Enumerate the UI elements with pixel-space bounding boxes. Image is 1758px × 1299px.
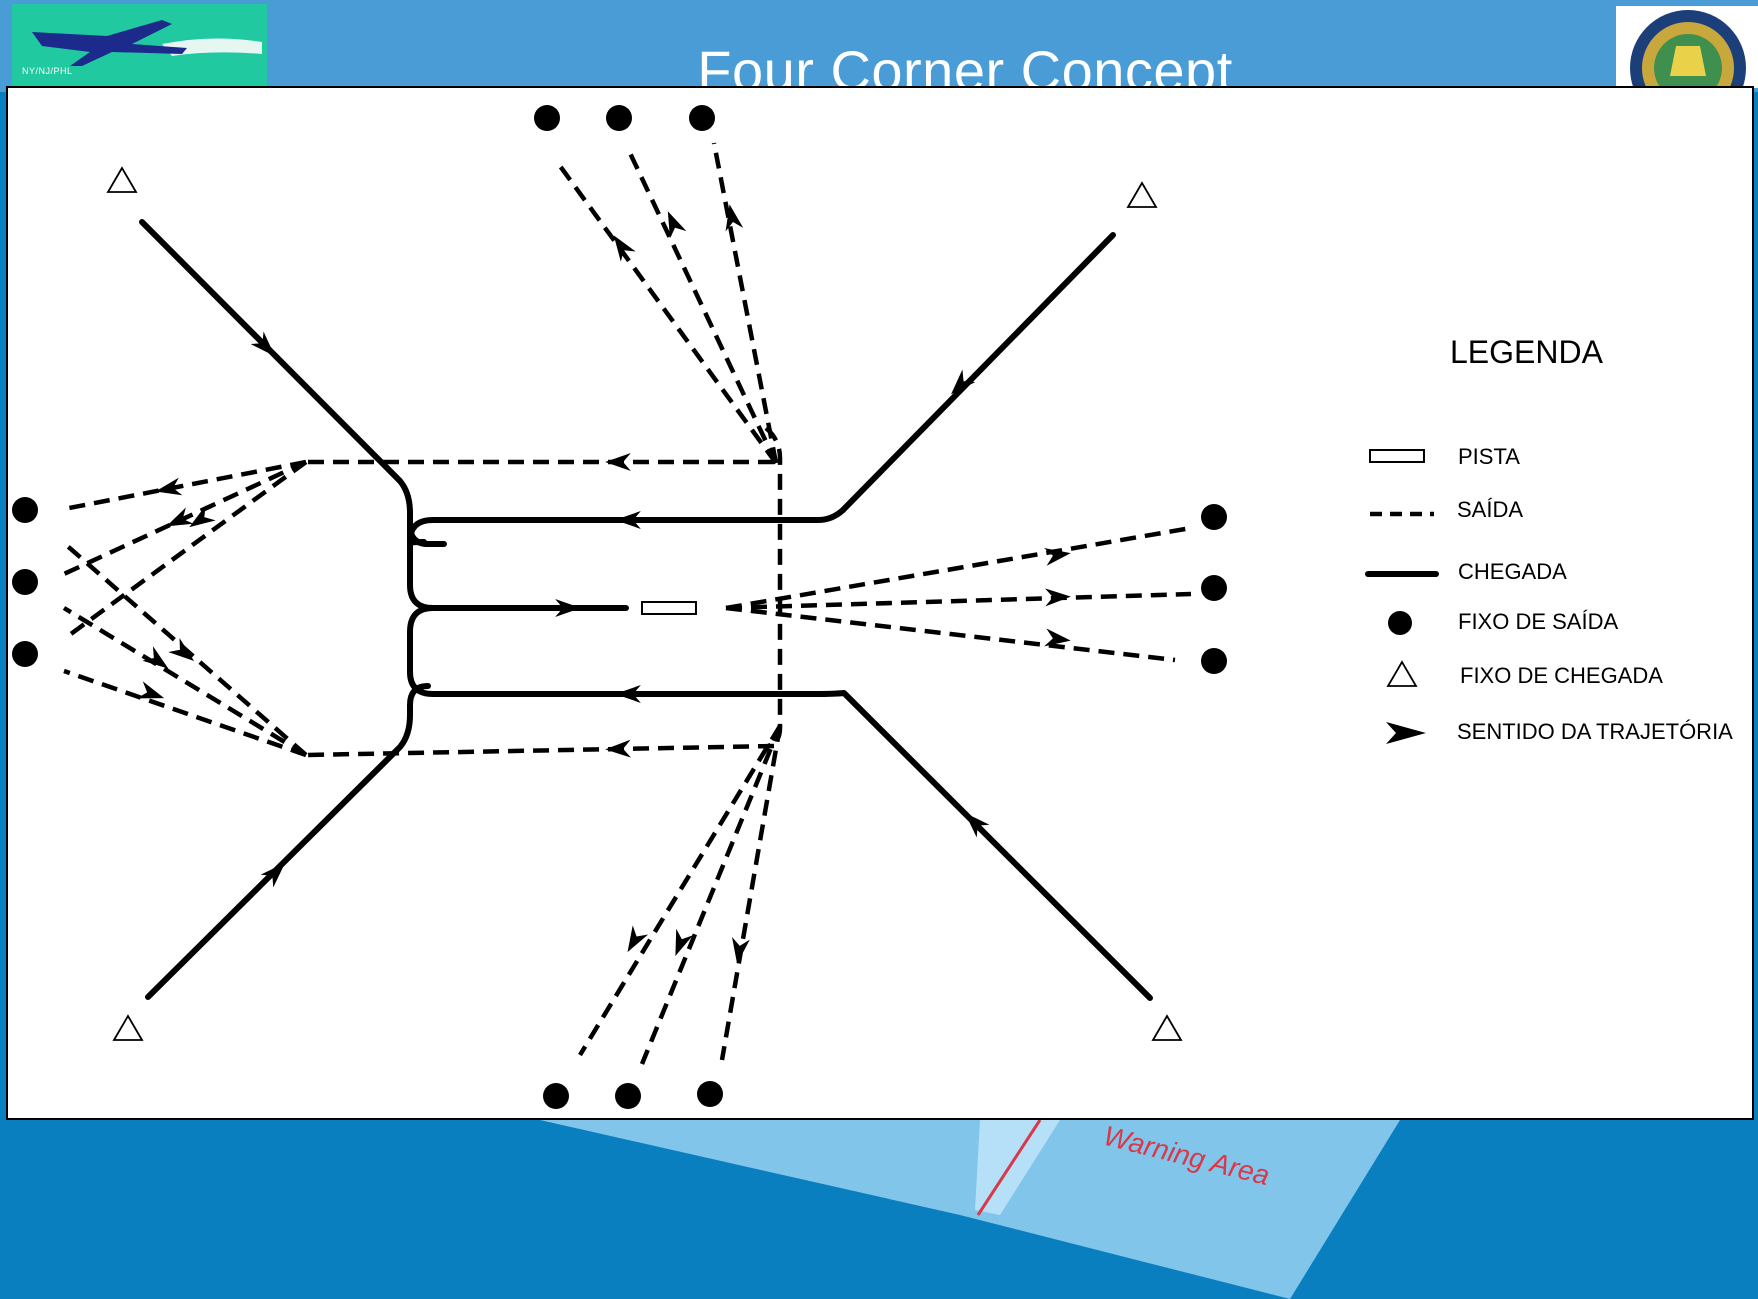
departure-route-w5: [62, 606, 308, 757]
departure-route-w3: [62, 460, 308, 641]
arrival-routes: [139, 219, 1153, 1001]
departure-fix: [606, 105, 632, 131]
departure-fix: [615, 1083, 641, 1109]
ny-nj-phl-logo: [12, 4, 267, 86]
arrival-route-nw: [139, 219, 447, 547]
legend-departure-fix-symbol: [1388, 611, 1412, 635]
legend-label-arrival: CHEGADA: [1458, 559, 1567, 584]
departure-direction-arrows: [136, 204, 1071, 964]
legend-label-arrival-fix: FIXO DE CHEGADA: [1460, 663, 1663, 688]
departure-route-n2: [627, 152, 779, 464]
legend-title: LEGENDA: [1450, 334, 1603, 370]
departure-route-w4: [62, 541, 308, 757]
legend-runway-symbol: [1369, 449, 1425, 463]
departure-fix: [689, 105, 715, 131]
departure-fix: [12, 641, 38, 667]
departure-fix: [534, 105, 560, 131]
departure-route-e1: [725, 525, 1192, 611]
departure-fix: [12, 569, 38, 595]
departure-fix: [1201, 504, 1227, 530]
departure-route-e2: [725, 591, 1192, 611]
departure-route-main-spine: [764, 426, 783, 749]
departure-fix: [543, 1083, 569, 1109]
departure-route-e3: [725, 605, 1176, 663]
departure-fix: [697, 1081, 723, 1107]
runway: [641, 601, 697, 615]
legend-symbols: [1365, 449, 1439, 744]
legend-label-direction: SENTIDO DA TRAJETÓRIA: [1457, 719, 1733, 744]
departure-fix: [12, 497, 38, 523]
departure-route-w6: [63, 668, 307, 758]
arrival-route-se: [407, 605, 1153, 1001]
legend-direction-symbol: [1386, 722, 1426, 744]
arrival-fixes: [106, 166, 1183, 1041]
departure-route-w-bottom: [305, 743, 775, 758]
legend-label-runway: PISTA: [1458, 444, 1520, 469]
departure-route-n1: [558, 164, 778, 465]
departure-route-w2: [63, 459, 307, 577]
departure-fixes: [12, 105, 1227, 1109]
seal-logo: [1616, 6, 1758, 88]
logo-left-text: NY/NJ/PHL: [22, 66, 73, 76]
arrival-fix: [112, 1014, 144, 1041]
arrival-route-ne: [407, 232, 1116, 611]
legend-arrival-fix-symbol: [1386, 660, 1418, 687]
four-corner-diagram: LEGENDA PISTA SAÍDA CHEGADA FIXO DE SAÍD…: [6, 86, 1754, 1120]
departure-route-s1: [578, 724, 782, 1057]
legend-label-departure: SAÍDA: [1457, 497, 1524, 522]
departure-route-s2: [639, 725, 783, 1065]
legend-label-departure-fix: FIXO DE SAÍDA: [1458, 609, 1619, 634]
arrival-fix: [1151, 1014, 1183, 1041]
departure-fix: [1201, 575, 1227, 601]
arrival-fix: [106, 166, 138, 193]
arrival-fix: [1126, 181, 1158, 208]
departure-route-s3: [719, 725, 783, 1061]
departure-fix: [1201, 648, 1227, 674]
departure-route-w1: [63, 459, 307, 512]
arrival-route-sw: [145, 683, 431, 1000]
departure-routes: [62, 142, 1192, 1065]
departure-route-n3: [711, 142, 779, 464]
